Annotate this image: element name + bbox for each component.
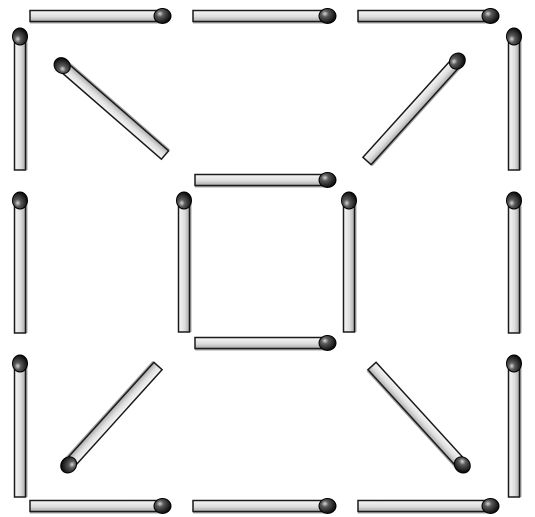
matchstick-outer-bottom-mid (193, 499, 336, 514)
matchstick-body (195, 175, 328, 186)
matchstick-outer-top-mid (193, 9, 336, 24)
matchstick-body (509, 201, 520, 334)
matchstick-body (15, 364, 26, 498)
matchstick-outer-right-top (507, 28, 522, 170)
matchstick-body (509, 37, 520, 171)
matchstick-inner-bottom (195, 336, 336, 351)
matchstick-outer-left-bottom (13, 355, 28, 497)
matchstick-body (30, 11, 163, 22)
matchstick-outer-right-bottom (507, 355, 522, 497)
matchstick-body (179, 201, 190, 333)
matchstick-head-icon (342, 192, 357, 209)
matchstick-outer-left-top (13, 28, 28, 170)
matchstick-head-icon (319, 173, 336, 188)
matchstick-diagonal-bottom-right (366, 361, 473, 476)
matchstick-body (193, 501, 328, 512)
matchstick-head-icon (13, 192, 28, 209)
matchstick-head-icon (154, 499, 171, 514)
matchstick-outer-bottom-left (30, 499, 171, 514)
matchstick-body (193, 11, 328, 22)
matchstick-head-icon (319, 499, 336, 514)
matchstick-outer-top-left (30, 9, 171, 24)
matchstick-diagonal-top-left (51, 54, 170, 160)
matchstick-body (195, 338, 328, 349)
matchstick-body (15, 37, 26, 171)
matchstick-inner-left (177, 192, 192, 332)
matchstick-head-icon (507, 28, 522, 45)
matchstick-body (358, 501, 491, 512)
matchstick-body (30, 501, 163, 512)
matchstick-head-icon (13, 28, 28, 45)
matchstick-head-icon (319, 9, 336, 24)
matchstick-body (358, 11, 491, 22)
matchstick-diagonal-top-right (361, 50, 468, 166)
matchstick-head-icon (177, 192, 192, 209)
matchstick-inner-right (342, 192, 357, 332)
matchstick-body (59, 61, 169, 159)
matchstick-body (509, 364, 520, 498)
matchstick-outer-left-mid (13, 192, 28, 333)
matchstick-inner-top (195, 173, 336, 188)
matchstick-head-icon (507, 192, 522, 209)
matchsticks-layer (13, 9, 522, 514)
matchstick-head-icon (13, 355, 28, 372)
matchstick-body (15, 201, 26, 334)
matchstick-head-icon (507, 355, 522, 372)
matchstick-body (65, 362, 162, 468)
matchstick-body (363, 57, 461, 164)
matchstick-body (368, 362, 466, 468)
matchstick-outer-bottom-right (358, 499, 499, 514)
matchstick-head-icon (482, 9, 499, 24)
matchstick-diagonal-bottom-left (57, 361, 163, 476)
matchstick-outer-right-mid (507, 192, 522, 333)
matchstick-outer-top-right (358, 9, 499, 24)
matchstick-head-icon (154, 9, 171, 24)
matchstick-body (344, 201, 355, 333)
matchstick-head-icon (482, 499, 499, 514)
matchstick-head-icon (319, 336, 336, 351)
